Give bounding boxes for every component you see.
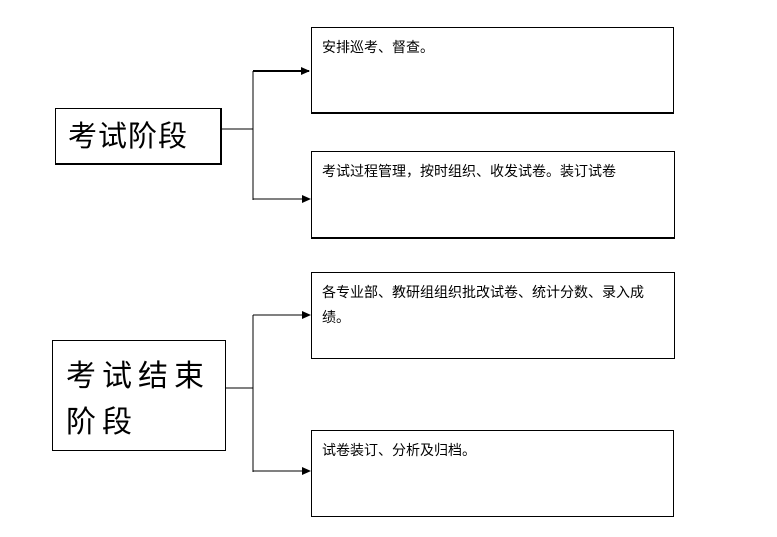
task-text: 各专业部、教研组组织批改试卷、统计分数、录入成绩。 <box>322 285 644 326</box>
stage-label-post-exam: 考试结束阶段 <box>66 359 210 440</box>
stage-1-connectors <box>222 67 311 203</box>
task-box-binding-archiving: 试卷装订、分析及归档。 <box>311 430 674 517</box>
stage-box-exam: 考试阶段 <box>55 108 222 165</box>
stage-label-exam: 考试阶段 <box>68 119 189 153</box>
task-text: 试卷装订、分析及归档。 <box>322 443 476 459</box>
stage-box-post-exam: 考试结束阶段 <box>52 340 226 451</box>
task-text: 安排巡考、督查。 <box>322 40 434 56</box>
task-box-exam-process-management: 考试过程管理，按时组织、收发试卷。装订试卷 <box>311 151 675 239</box>
task-box-grading-scoring: 各专业部、教研组组织批改试卷、统计分数、录入成绩。 <box>311 272 675 359</box>
task-text: 考试过程管理，按时组织、收发试卷。装订试卷 <box>322 164 616 180</box>
stage-2-connectors <box>226 311 311 475</box>
task-box-patrol-supervision: 安排巡考、督查。 <box>311 27 674 114</box>
